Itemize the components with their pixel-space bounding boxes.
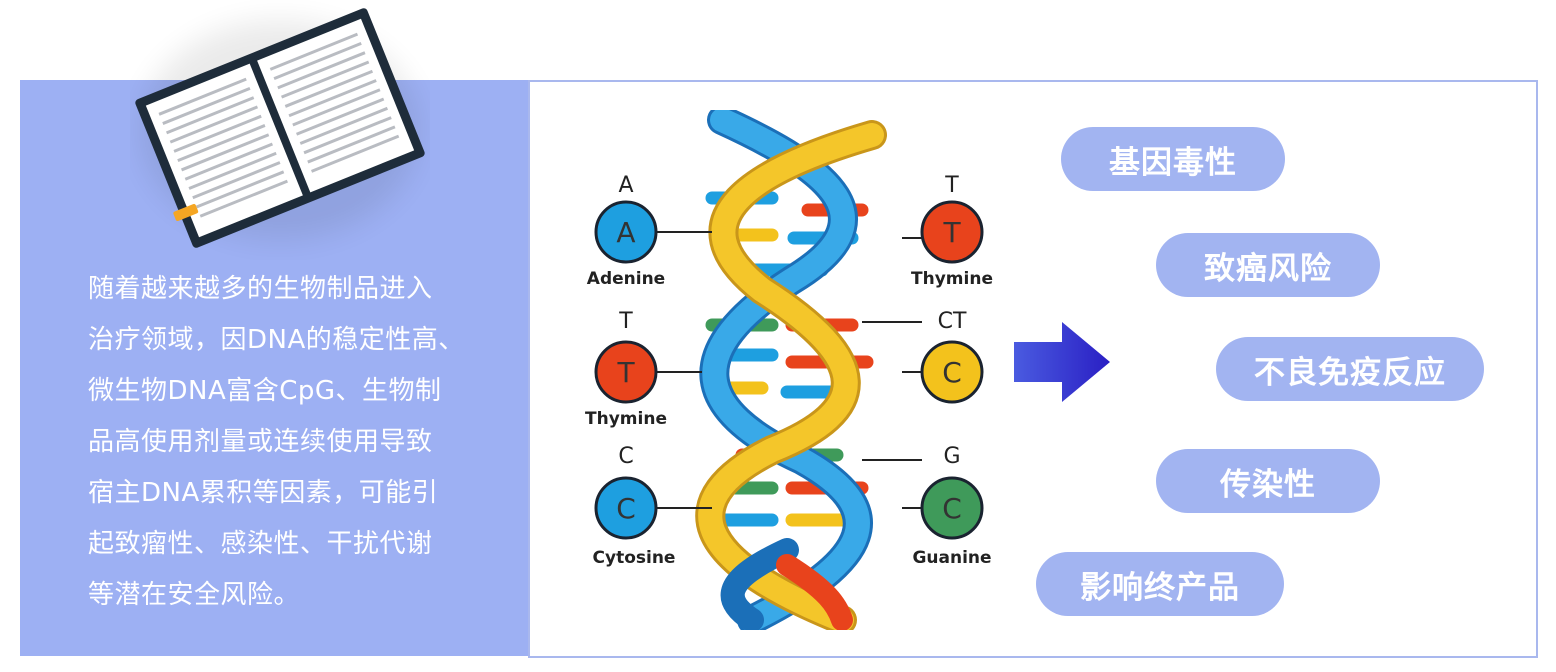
svg-text:T: T xyxy=(942,216,961,249)
svg-text:C: C xyxy=(942,356,962,389)
svg-text:Thymine: Thymine xyxy=(585,409,667,429)
risk-label: 传染性 xyxy=(1220,466,1316,503)
base-left-2: T T Thymine xyxy=(585,309,667,429)
svg-text:CT: CT xyxy=(938,309,967,334)
intro-text: 随着越来越多的生物制品进入 治疗领域，因DNA的稳定性高、 微生物DNA富含Cp… xyxy=(88,274,465,610)
svg-text:A: A xyxy=(618,173,633,198)
base-right-2: CT C xyxy=(920,309,984,404)
risk-pill-carcinogenic-risk: 致癌风险 xyxy=(1156,233,1380,297)
svg-text:Cytosine: Cytosine xyxy=(593,548,676,568)
svg-text:T: T xyxy=(618,309,633,334)
svg-text:G: G xyxy=(943,444,960,469)
base-right-3: G C Guanine xyxy=(912,444,991,568)
base-left-3: C C Cytosine xyxy=(593,444,676,568)
risk-label: 影响终产品 xyxy=(1080,569,1240,606)
risk-label: 基因毒性 xyxy=(1109,144,1237,181)
svg-text:A: A xyxy=(616,216,635,249)
risk-label: 致癌风险 xyxy=(1204,250,1332,287)
base-right-1: T T Thymine xyxy=(911,173,993,289)
risk-pill-genotoxicity: 基因毒性 xyxy=(1061,127,1285,191)
svg-text:C: C xyxy=(618,444,633,469)
svg-text:T: T xyxy=(616,356,635,389)
dna-helix-illustration: A A Adenine T T Thymine C C Cytosine T T… xyxy=(585,110,993,630)
risk-label: 不良免疫反应 xyxy=(1254,354,1446,391)
base-left-1: A A Adenine xyxy=(587,173,665,289)
svg-text:C: C xyxy=(616,492,636,525)
svg-text:Guanine: Guanine xyxy=(912,548,991,568)
risk-pill-adverse-immune-response: 不良免疫反应 xyxy=(1216,337,1484,401)
right-arrow-icon xyxy=(1014,322,1110,402)
svg-text:Thymine: Thymine xyxy=(911,269,993,289)
svg-text:Adenine: Adenine xyxy=(587,269,665,289)
svg-text:C: C xyxy=(942,492,962,525)
risk-pill-infectivity: 传染性 xyxy=(1156,449,1380,513)
risk-pill-affects-final-product: 影响终产品 xyxy=(1036,552,1284,616)
svg-text:T: T xyxy=(944,173,959,198)
notebook-icon xyxy=(135,8,425,248)
